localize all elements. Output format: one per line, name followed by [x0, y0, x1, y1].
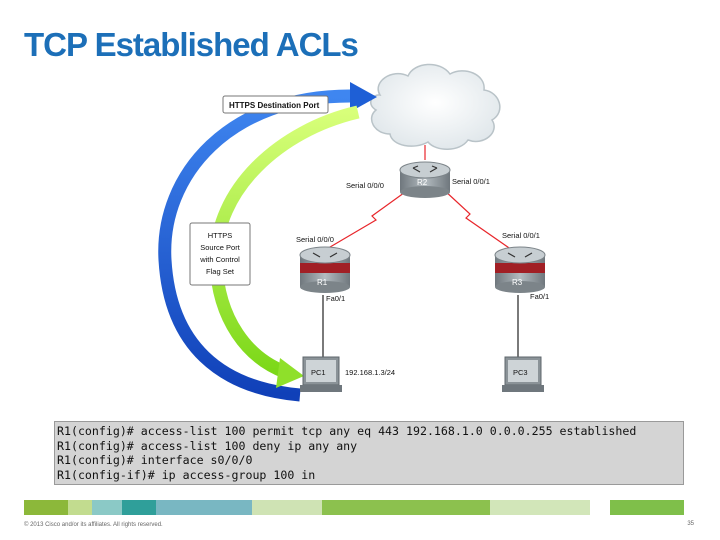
https-destination-label: HTTPS Destination Port	[222, 95, 329, 114]
https-source-line-4: Flag Set	[206, 267, 235, 276]
r1-label: R1	[317, 278, 328, 287]
footer-color-bar	[24, 500, 684, 515]
config-line-3: R1(config)# interface s0/0/0	[57, 453, 253, 467]
pc3-label: PC3	[513, 368, 528, 377]
r2-serial-000-label: Serial 0/0/0	[346, 181, 384, 190]
pc1-ip-label: 192.168.1.3/24	[345, 368, 395, 377]
config-code-box: R1(config)# access-list 100 permit tcp a…	[54, 421, 684, 485]
https-destination-text: HTTPS Destination Port	[229, 101, 320, 110]
https-source-line-3: with Control	[199, 255, 240, 264]
r3-fa-label: Fa0/1	[530, 292, 549, 301]
https-source-line-2: Source Port	[200, 243, 241, 252]
pc1: PC1	[300, 356, 342, 392]
config-line-4: R1(config-if)# ip access-group 100 in	[57, 467, 316, 482]
router-r2: R2	[399, 161, 451, 198]
https-destination-arrow	[158, 82, 377, 402]
r1-serial-label: Serial 0/0/0	[296, 235, 334, 244]
r3-serial-label: Serial 0/0/1	[502, 231, 540, 240]
links	[322, 145, 519, 360]
https-source-line-1: HTTPS	[208, 231, 233, 240]
firewall-band-r3	[495, 263, 545, 273]
copyright-footer: © 2013 Cisco and/or its affiliates. All …	[24, 522, 163, 528]
r1-fa-label: Fa0/1	[326, 294, 345, 303]
page-title: TCP Established ACLs	[24, 26, 359, 63]
config-line-2: R1(config)# access-list 100 deny ip any …	[57, 438, 358, 453]
r3-label: R3	[512, 278, 523, 287]
internet-cloud	[370, 63, 501, 150]
page-number: 35	[687, 521, 694, 527]
interface-labels: Serial 0/0/0 Serial 0/0/1 Serial 0/0/0 S…	[296, 177, 549, 377]
r2-label: R2	[417, 178, 428, 187]
pc1-label: PC1	[311, 368, 326, 377]
router-r1: R1	[299, 246, 351, 293]
serial-link-r2-r3	[443, 189, 513, 251]
config-line-1: R1(config)# access-list 100 permit tcp a…	[57, 424, 637, 438]
r2-serial-001-label: Serial 0/0/1	[452, 177, 490, 186]
pc3: PC3	[502, 356, 544, 392]
router-r3: R3	[494, 246, 546, 293]
https-source-label: HTTPS Source Port with Control Flag Set	[189, 222, 251, 286]
firewall-band-r1	[300, 263, 350, 273]
serial-link-r1-r2	[324, 189, 409, 251]
